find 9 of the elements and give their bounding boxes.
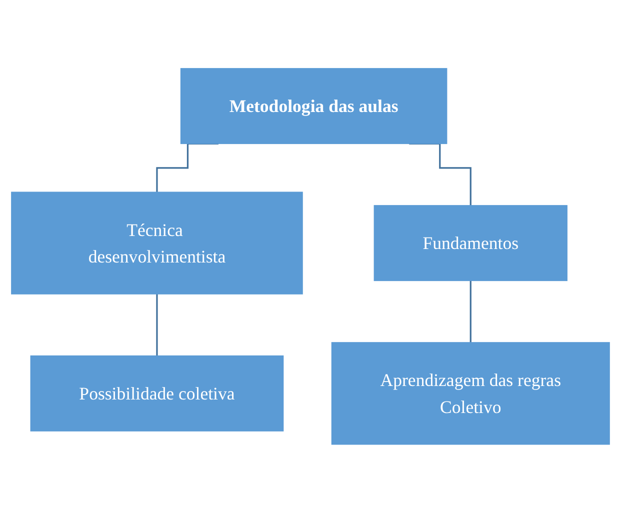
node-box: Possibilidade coletiva [30,355,284,431]
connector [156,292,158,356]
node-box: Metodologia das aulas [180,68,448,144]
node-box: Aprendizagem das regras Coletivo [331,342,610,444]
node-box: Técnica desenvolvimentista [11,191,303,294]
connector [409,142,472,206]
node-box: Fundamentos [374,204,568,281]
connector [470,279,472,343]
connector [156,142,218,193]
